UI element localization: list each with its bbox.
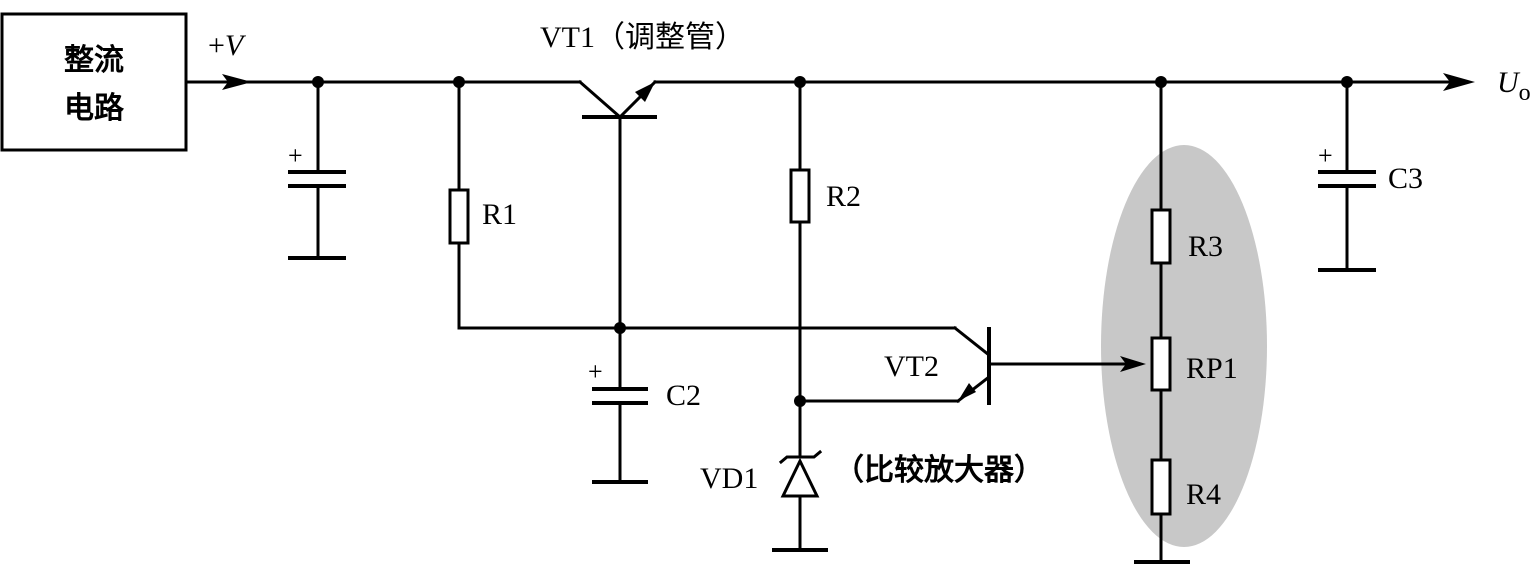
rectifier-label-line2: 电路 [64,91,125,126]
zener-diode-vd1 [772,449,828,552]
rectifier-label-line1: 整流 [64,43,124,78]
sampling-network [1134,80,1190,564]
amplifier-label: （比较放大器） [834,453,1044,488]
capacitor-c2 [592,326,648,484]
input-filter-capacitor [288,80,346,260]
transistor-vt2 [798,325,1146,405]
r4-label: R4 [1186,478,1221,511]
top-rail-wire [184,79,1462,120]
output-arrow [1443,73,1475,91]
rectifier-block [0,12,188,152]
junction-dots [312,76,1353,407]
input-voltage-label: +V [208,29,247,62]
r1-label: R1 [482,198,517,231]
input-arrow [222,74,252,90]
sampling-network-highlight [1101,145,1267,547]
vd1-label: VD1 [700,462,758,495]
r2-label: R2 [826,180,861,213]
output-voltage-label: Uo [1497,66,1531,106]
c1-polarity-mark: + [288,141,303,170]
resistor-r1 [448,80,957,330]
resistor-r2 [789,80,811,459]
c3-label: C3 [1388,162,1423,195]
transistor-vt1 [582,82,657,330]
capacitor-c3 [1318,80,1376,272]
c3-polarity-mark: + [1318,141,1333,170]
c2-polarity-mark: + [588,357,603,386]
vt1-label: VT1（调整管） [540,21,745,54]
r3-label: R3 [1188,230,1223,263]
c2-label: C2 [666,379,701,412]
vt2-label: VT2 [884,350,939,383]
rp1-label: RP1 [1186,352,1238,385]
